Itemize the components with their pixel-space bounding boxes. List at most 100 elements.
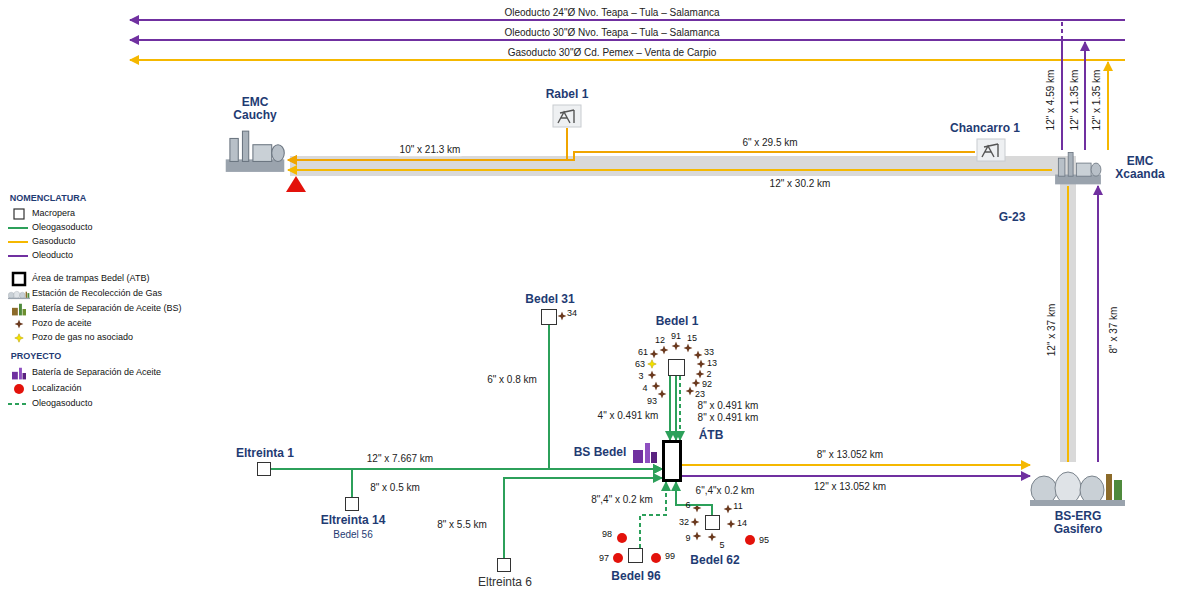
pipeline-connector <box>504 478 662 558</box>
pipeline-connector <box>669 376 671 440</box>
pipe-dimension-label: 6" x 0.8 km <box>486 374 538 386</box>
callout-number: 91 <box>671 331 681 341</box>
pipe-dimension-label: 12" x 13.052 km <box>813 481 887 493</box>
pipe-dimension-label: 8" x 0.491 km <box>697 400 760 412</box>
pipeline-connector <box>288 128 567 160</box>
macropera-box: Eltreinta 14Bedel 56 <box>345 497 359 511</box>
node-label: Rabel 1 <box>532 88 602 101</box>
legend-text: Área de trampas Bedel (ATB) <box>32 273 149 283</box>
facility-icon: Chancarro 1 <box>975 138 1007 162</box>
pipeline-connector <box>682 475 1030 477</box>
pipeline-connector <box>679 376 681 440</box>
pipe-dimension-label: 12" x 7.667 km <box>366 453 434 465</box>
trap-area-box: ÁTB <box>662 440 682 482</box>
callout-number: 98 <box>602 529 612 539</box>
pipeline-label: Oleoducto 24"Ø Nvo. Teapa – Tula – Salam… <box>504 7 719 19</box>
pipe-dimension-label: 10" x 21.3 km <box>399 144 462 156</box>
dimension-label: 12" x 1.35 km <box>1091 70 1103 131</box>
g23-corridor <box>290 156 1076 462</box>
callout-number: 32 <box>679 517 689 527</box>
facility-icon: EMC Xcaanda <box>1052 150 1104 186</box>
node-label: Eltreinta 1 <box>225 447 305 460</box>
pipe-dimension-label: 8",4" x 0.2 km <box>590 494 654 506</box>
legend-samples <box>8 209 30 404</box>
legend-text: Localización <box>32 383 82 393</box>
callout-number: 99 <box>665 551 675 561</box>
pipeline-connector <box>675 376 677 440</box>
pipe-dimension-label: 8" x 37 km <box>1108 306 1120 355</box>
pipeline-connector <box>1097 186 1099 462</box>
pipe-dimension-label: 4" x 0.491 km <box>597 410 660 422</box>
callout-number: 92 <box>702 379 712 389</box>
node-label: BS Bedel <box>570 446 630 459</box>
node-label: Eltreinta 6 <box>465 576 545 589</box>
heading-label: PROYECTO <box>11 351 61 361</box>
pipe-dimension-label: 8" x 13.052 km <box>816 449 884 461</box>
callout-number: 2 <box>706 369 711 379</box>
callout-number: 33 <box>704 347 714 357</box>
pipe-dimension-label: 8" x 0.5 km <box>369 482 421 494</box>
facility-icon: Rabel 1 <box>552 104 582 128</box>
callout-number: 23 <box>695 389 705 399</box>
legend-text: Estación de Recolección de Gas <box>32 288 162 298</box>
facility-icon: EMC Cauchy <box>222 128 288 174</box>
callout-number: 5 <box>719 540 724 550</box>
legend-text: Macropera <box>32 208 75 218</box>
macropera-box: Eltreinta 1 <box>257 462 271 476</box>
callout-number: 12 <box>655 335 665 345</box>
pipeline-connector <box>682 464 1030 466</box>
macropera-box: Bedel 31 <box>541 309 557 325</box>
node-label: Bedel 62 <box>680 554 750 567</box>
macropera-box: Bedel 96 <box>628 548 643 563</box>
pipeline-connector <box>640 482 666 548</box>
dimension-label: 12" x 4.59 km <box>1045 70 1057 131</box>
pipeline-connector <box>352 469 662 497</box>
node-label: Eltreinta 14 <box>308 514 398 527</box>
pipe-dimension-label: 12" x 30.2 km <box>769 178 832 190</box>
pipeline-connector <box>549 325 662 469</box>
callout-number: 34 <box>567 308 577 318</box>
macropera-box: Eltreinta 6 <box>497 558 511 572</box>
callout-number: 14 <box>737 518 747 528</box>
callout-number: 4 <box>642 383 647 393</box>
legend-text: Pozo de aceite <box>32 318 92 328</box>
red-triangle <box>286 176 306 192</box>
callout-number: 93 <box>647 396 657 406</box>
node-label: BS-ERG Gasifero <box>1042 510 1114 536</box>
pipeline-label: Oleoducto 30"Ø Nvo. Teapa – Tula – Salam… <box>504 27 719 39</box>
callout-number: 63 <box>635 359 645 369</box>
node-label: Chancarro 1 <box>940 122 1030 135</box>
oil-wells <box>545 312 736 542</box>
macropera-box: Bedel 1 <box>668 359 685 376</box>
node-label: Bedel 1 <box>642 315 712 328</box>
legend-text: Batería de Separación de Aceite (BS) <box>32 303 182 313</box>
callout-number: 15 <box>687 333 697 343</box>
pipe-dimension-label: 8" x 0.491 km <box>697 412 760 424</box>
legend-text: Oleogasoducto <box>32 398 93 408</box>
pipeline-connector <box>288 169 1052 171</box>
pipe-dimension-label: 12" x 37 km <box>1046 303 1058 357</box>
trunk-pipelines <box>130 20 1125 150</box>
legend-text: Oleoducto <box>32 250 73 260</box>
facility-icons <box>226 105 1125 506</box>
pipeline-label: Gasoducto 30"Ø Cd. Pemex – Venta de Carp… <box>508 47 717 59</box>
legend-text: Pozo de gas no asociado <box>32 332 133 342</box>
node-label: Bedel 96 <box>601 570 671 583</box>
node-label: EMC Xcaanda <box>1108 155 1172 181</box>
callout-number: 97 <box>599 553 609 563</box>
pipeline-connector <box>288 152 975 160</box>
callout-number: 61 <box>638 347 648 357</box>
node-label: EMC Cauchy <box>224 96 286 122</box>
facility-icon: BS-ERG Gasifero <box>1030 462 1125 506</box>
node-label: ÁTB <box>693 429 729 442</box>
pipe-dimension-label: 6" x 29.5 km <box>741 137 798 149</box>
heading-label: NOMENCLATURA <box>10 193 86 203</box>
pipeline-connector <box>1067 186 1069 462</box>
node-sublabel: Bedel 56 <box>313 529 393 540</box>
callout-number: 6 <box>685 500 690 510</box>
legend-text: Oleogasoducto <box>32 222 93 232</box>
callout-number: 95 <box>759 535 769 545</box>
callout-number: 11 <box>733 501 742 511</box>
